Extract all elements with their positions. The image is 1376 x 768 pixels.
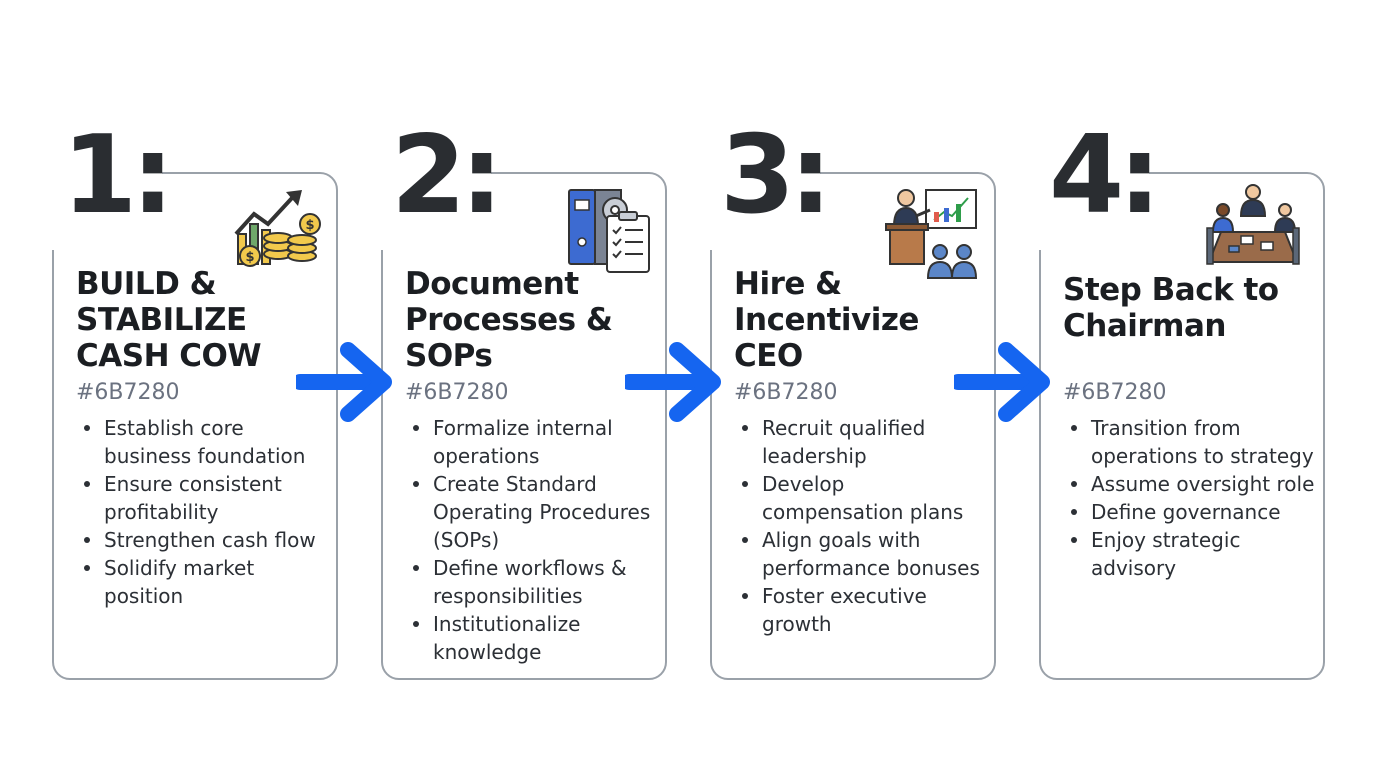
step-1: 1: $ $ BUILD & STABILIZE CASH COW #6B728… xyxy=(46,0,352,768)
svg-text:$: $ xyxy=(245,250,254,265)
step-title: BUILD & STABILIZE CASH COW xyxy=(76,266,262,374)
arrow-right-icon xyxy=(296,342,392,422)
money-growth-icon: $ $ xyxy=(234,190,321,267)
list-item: Define governance xyxy=(1065,498,1321,526)
list-item: Develop compensation plans xyxy=(736,470,992,526)
list-item: Assume oversight role xyxy=(1065,470,1321,498)
svg-text:$: $ xyxy=(305,218,314,233)
step-2: 2: Document Processes & SOPs #6B7280 For… xyxy=(375,0,681,768)
step-number: 1: xyxy=(62,113,174,238)
step-title: Step Back to Chairman xyxy=(1063,272,1279,344)
step-bullets: Transition from operations to strategy A… xyxy=(1065,414,1321,582)
step-bullets: Establish core business foundation Ensur… xyxy=(78,414,334,610)
step-4: 4: Step Back to Chairman #6B7280 Transit… xyxy=(1033,0,1339,768)
arrow-right-icon xyxy=(625,342,721,422)
step-number: 2: xyxy=(391,113,503,238)
list-item: Solidify market position xyxy=(78,554,334,610)
step-number: 3: xyxy=(720,113,832,238)
list-item: Define workflows & responsibilities xyxy=(407,554,663,610)
list-item: Enjoy strategic advisory xyxy=(1065,526,1321,582)
step-hex-label: #6B7280 xyxy=(405,380,509,405)
list-item: Recruit qualified leadership xyxy=(736,414,992,470)
list-item: Create Standard Operating Procedures (SO… xyxy=(407,470,663,554)
arrow-right-icon xyxy=(954,342,1050,422)
step-hex-label: #6B7280 xyxy=(734,380,838,405)
step-hex-label: #6B7280 xyxy=(1063,380,1167,405)
list-item: Align goals with performance bonuses xyxy=(736,526,992,582)
list-item: Foster executive growth xyxy=(736,582,992,638)
list-item: Formalize internal operations xyxy=(407,414,663,470)
list-item: Strengthen cash flow xyxy=(78,526,334,554)
step-card xyxy=(710,172,996,680)
step-3: 3: Hire & Incentivize CEO #6B7280 Recrui… xyxy=(704,0,1010,768)
step-bullets: Recruit qualified leadership Develop com… xyxy=(736,414,992,638)
presenter-icon xyxy=(885,189,978,279)
step-title: Document Processes & SOPs xyxy=(405,266,613,374)
list-item: Transition from operations to strategy xyxy=(1065,414,1321,470)
step-title: Hire & Incentivize CEO xyxy=(734,266,919,374)
step-bullets: Formalize internal operations Create Sta… xyxy=(407,414,663,666)
list-item: Ensure consistent profitability xyxy=(78,470,334,526)
step-number: 4: xyxy=(1049,113,1161,238)
list-item: Establish core business foundation xyxy=(78,414,334,470)
binder-checklist-icon xyxy=(568,189,650,273)
boardroom-icon xyxy=(1206,184,1300,265)
step-hex-label: #6B7280 xyxy=(76,380,180,405)
list-item: Institutionalize knowledge xyxy=(407,610,663,666)
